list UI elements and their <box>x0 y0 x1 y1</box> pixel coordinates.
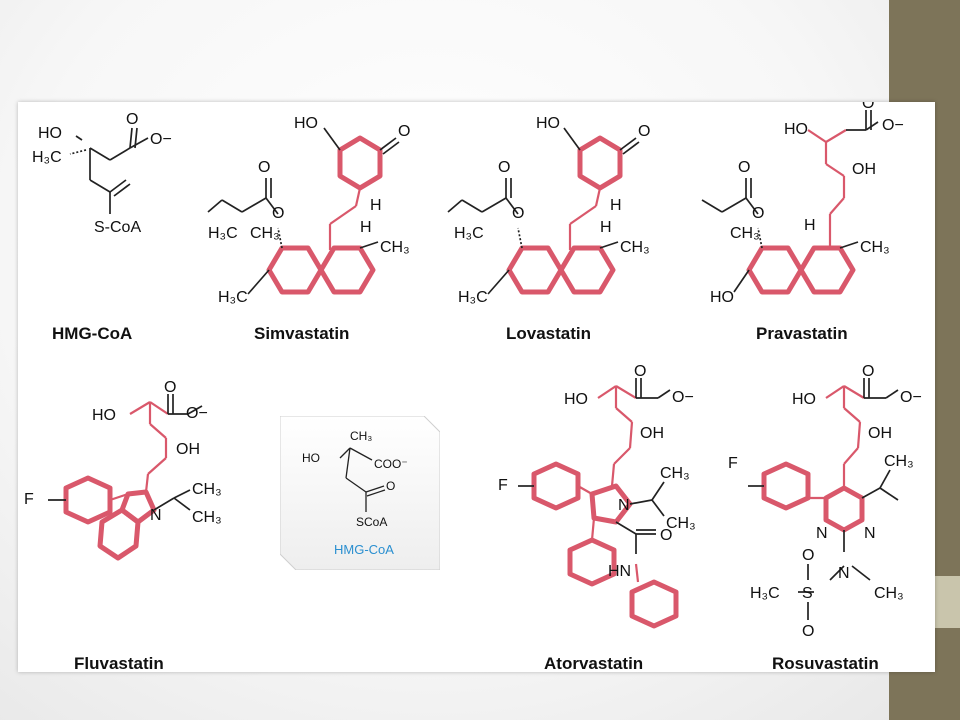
inset-atom: CH₃ <box>350 429 372 443</box>
molecule-name-fluvastatin: Fluvastatin <box>74 654 164 673</box>
atom-label: O <box>752 205 764 222</box>
atom-label: F <box>498 477 508 494</box>
molecule-lovastatin: HO O H H CH₃ H₃C O O H₃C <box>447 115 650 306</box>
atom-label: HN <box>608 563 631 580</box>
structures-drawing: .k{stroke:#222;stroke-width:1.7;fill:non… <box>24 102 922 640</box>
atom-label: O <box>802 547 814 564</box>
atom-label: CH₃ <box>666 515 696 532</box>
atom-label: F <box>728 455 738 472</box>
atom-label: O <box>258 159 270 176</box>
atom-label: H <box>600 219 612 236</box>
atom-label: CH₃ <box>874 585 904 602</box>
atom-label: H₃C <box>32 149 62 166</box>
atom-label: H₃C <box>458 289 488 306</box>
molecule-name-atorvastatin: Atorvastatin <box>544 654 644 673</box>
inset-atom: SCoA <box>356 515 387 529</box>
inset-drawing: HO CH₃ COO⁻ O SCoA HMG-CoA <box>280 416 440 570</box>
inset-atom: COO⁻ <box>374 457 408 471</box>
atom-label: O− <box>672 389 694 406</box>
atom-label: H <box>610 197 622 214</box>
atom-label: O <box>638 123 650 140</box>
atom-label: N <box>150 507 162 524</box>
molecule-rosuvastatin: HO O O− OH F CH₃ N N N S H₃C CH₃ O O <box>728 363 922 640</box>
atom-label: O <box>498 159 510 176</box>
atom-label: HO <box>784 121 808 138</box>
atom-label: O <box>862 363 874 380</box>
atom-label: H₃C <box>208 225 238 242</box>
atom-label: CH₃ <box>620 239 650 256</box>
atom-label: H <box>370 197 382 214</box>
atom-label: O <box>164 379 176 396</box>
molecule-name-lovastatin: Lovastatin <box>506 324 592 343</box>
atom-label: O <box>738 159 750 176</box>
atom-label: N <box>838 565 850 582</box>
atom-label: O <box>862 102 874 112</box>
atom-label: N <box>864 525 876 542</box>
atom-label: O− <box>900 389 922 406</box>
atom-label: CH₃ <box>192 481 222 498</box>
atom-label: OH <box>176 441 200 458</box>
inset-label: HMG-CoA <box>334 542 394 557</box>
atom-label: O− <box>882 117 904 134</box>
molecule-name-simvastatin: Simvastatin <box>254 324 350 343</box>
atom-label: O <box>802 623 814 640</box>
atom-label: CH₃ <box>250 225 280 242</box>
atom-label: O <box>660 527 672 544</box>
molecule-atorvastatin: HO O O− OH F N CH₃ CH₃ O HN <box>498 363 696 629</box>
atom-label: O <box>398 123 410 140</box>
atom-label: CH₃ <box>660 465 690 482</box>
atom-label: CH₃ <box>380 239 410 256</box>
atom-label: H <box>804 217 816 234</box>
atom-label: N <box>618 497 630 514</box>
atom-label: O <box>512 205 524 222</box>
molecule-pravastatin: HO O O− OH H CH₃ HO O O CH₃ <box>701 102 904 306</box>
molecule-hmg-coa: HO O O− H₃C S-CoA <box>32 111 172 236</box>
atom-label: HO <box>38 125 62 142</box>
atom-label: HO <box>710 289 734 306</box>
atom-label: CH₃ <box>192 509 222 526</box>
atom-label: H₃C <box>454 225 484 242</box>
slide-sidebar-accent <box>934 576 960 628</box>
statin-structures-figure: .k{stroke:#222;stroke-width:1.7;fill:non… <box>18 102 935 673</box>
atom-label: HO <box>564 391 588 408</box>
atom-label: HO <box>92 407 116 424</box>
atom-label: OH <box>640 425 664 442</box>
atom-label: S-CoA <box>94 219 141 236</box>
molecule-name-rosuvastatin: Rosuvastatin <box>772 654 879 673</box>
atom-label: H₃C <box>750 585 780 602</box>
atom-label: O <box>272 205 284 222</box>
inset-atom: O <box>386 479 395 493</box>
atom-label: F <box>24 491 34 508</box>
atom-label: O <box>634 363 646 380</box>
atom-label: CH₃ <box>860 239 890 256</box>
molecule-name-hmg-coa: HMG-CoA <box>52 324 133 343</box>
atom-label: HO <box>792 391 816 408</box>
atom-label: OH <box>852 161 876 178</box>
atom-label: OH <box>868 425 892 442</box>
atom-label: CH₃ <box>730 225 760 242</box>
hmg-coa-inset: HO CH₃ COO⁻ O SCoA HMG-CoA <box>280 416 440 570</box>
atom-label: H <box>360 219 372 236</box>
atom-label: O <box>126 111 138 128</box>
molecule-simvastatin: HO O H H CH₃ H₃C O O H₃C CH₃ <box>207 115 410 306</box>
atom-label: N <box>816 525 828 542</box>
molecule-name-pravastatin: Pravastatin <box>756 324 848 343</box>
atom-label: O− <box>186 405 208 422</box>
inset-atom: HO <box>302 451 320 465</box>
atom-label: HO <box>536 115 560 132</box>
molecule-fluvastatin: HO O O− OH F N CH₃ CH₃ <box>24 379 222 561</box>
atom-label: O− <box>150 131 172 148</box>
atom-label: S <box>802 585 813 602</box>
atom-label: CH₃ <box>884 453 914 470</box>
atom-label: HO <box>294 115 318 132</box>
atom-label: H₃C <box>218 289 248 306</box>
